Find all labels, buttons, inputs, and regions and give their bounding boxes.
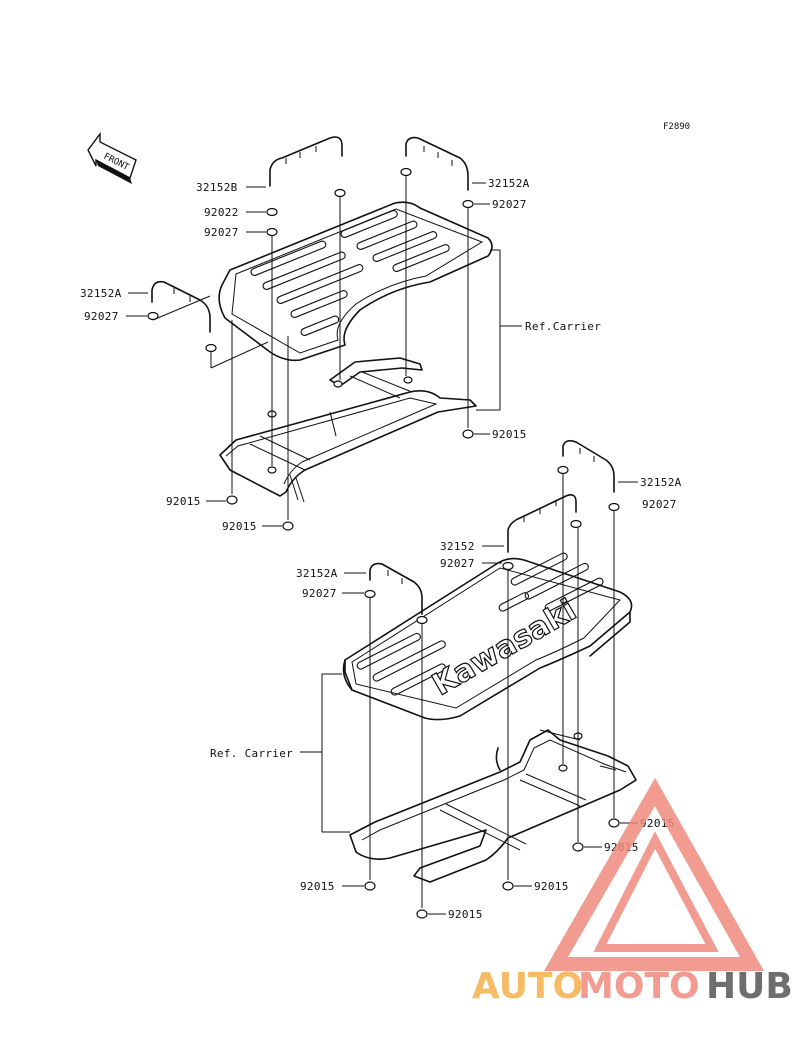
- part-label: 32152A: [296, 567, 338, 580]
- part-label: 92027: [204, 226, 239, 239]
- ref-carrier-label-lower: Ref. Carrier: [210, 747, 293, 760]
- watermark-triangle-icon: [543, 777, 764, 971]
- watermark-part3: HUB: [706, 966, 793, 1007]
- part-label: 32152B: [196, 181, 238, 194]
- front-hardware: [364, 465, 620, 919]
- front-carrier-assembly: Kawasaki: [342, 552, 637, 883]
- part-label: 92027: [440, 557, 475, 570]
- part-label: 32152A: [488, 177, 530, 190]
- part-label: 32152A: [80, 287, 122, 300]
- part-label: 92015: [534, 880, 569, 893]
- front-grab-rail-center: [507, 494, 577, 553]
- part-label: 92015: [448, 908, 483, 921]
- watermark-logo: AUTO MOTO HUB: [472, 777, 793, 1007]
- part-label: 92015: [492, 428, 527, 441]
- part-label: 92015: [300, 880, 335, 893]
- watermark-part1: AUTO: [472, 966, 583, 1007]
- front-grab-rail-left: [369, 562, 423, 615]
- figure-id: F2890: [663, 122, 690, 132]
- part-label: 92015: [222, 520, 257, 533]
- rear-rack-slots: [250, 210, 450, 336]
- part-label: 92022: [204, 206, 239, 219]
- part-label: 32152A: [640, 476, 682, 489]
- part-label: 92015: [166, 495, 201, 508]
- part-label: 32152: [440, 540, 475, 553]
- front-grab-rail-right: [562, 439, 615, 493]
- rear-labels: 32152B 92022 92027 32152A 92027 32152A 9…: [80, 177, 601, 533]
- part-label: 92027: [492, 198, 527, 211]
- part-label: 92027: [302, 587, 337, 600]
- rear-grab-rail-right: [405, 136, 469, 191]
- rear-guide-lines: [152, 176, 522, 520]
- front-arrow-icon: FRONT: [87, 131, 137, 184]
- rear-grab-rail-left: [269, 136, 343, 187]
- front-labels: 32152A 92027 32152 92027 32152A 92027 Re…: [210, 476, 682, 921]
- rear-hardware: [147, 167, 474, 531]
- watermark-part2: MOTO: [578, 966, 700, 1007]
- front-guide-lines: [300, 474, 615, 908]
- front-rack-slots: [356, 552, 604, 696]
- rear-grab-rail-side: [151, 280, 211, 333]
- ref-carrier-label: Ref.Carrier: [525, 320, 601, 333]
- part-label: 92027: [84, 310, 119, 323]
- brand-emboss: Kawasaki: [427, 593, 583, 703]
- part-label: 92027: [642, 498, 677, 511]
- rear-carrier-assembly: [218, 201, 493, 503]
